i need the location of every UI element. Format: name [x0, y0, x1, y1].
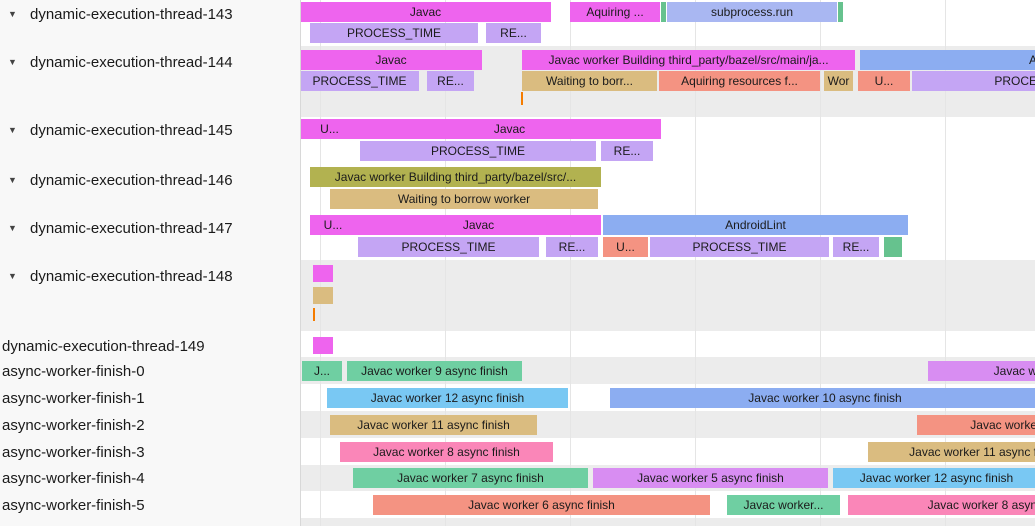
track-name-panel: ▼ dynamic-execution-thread-143 ▼ dynamic-ex…	[0, 0, 301, 526]
trace-slice[interactable]	[884, 237, 902, 257]
trace-slice[interactable]: U...	[603, 237, 648, 257]
trace-slice[interactable]: Javac worker 10 async finish	[610, 388, 1035, 408]
trace-slice[interactable]: J...	[302, 361, 342, 381]
trace-slice[interactable]: U...	[858, 71, 910, 91]
trace-slice[interactable]: U...	[301, 119, 358, 139]
track-label[interactable]: async-worker-finish-0	[0, 359, 300, 383]
trace-slice[interactable]: A	[860, 50, 1035, 70]
trace-slice[interactable]: Javac worker Building third_party/bazel/…	[310, 167, 601, 187]
collapse-arrow-icon[interactable]: ▼	[8, 175, 17, 185]
trace-slice[interactable]: Wor	[824, 71, 853, 91]
trace-slice[interactable]: Javac	[300, 50, 482, 70]
time-gridline	[945, 0, 946, 526]
time-gridline	[820, 0, 821, 526]
track-label-text: dynamic-execution-thread-145	[30, 121, 233, 139]
trace-slice[interactable]: Waiting to borrow worker	[330, 189, 598, 209]
trace-slice[interactable]: RE...	[546, 237, 598, 257]
trace-slice[interactable]: subprocess.run	[667, 2, 837, 22]
collapse-arrow-icon[interactable]: ▼	[8, 9, 17, 19]
trace-slice[interactable]	[313, 287, 333, 304]
trace-slice[interactable]: AndroidLint	[603, 215, 908, 235]
trace-slice[interactable]	[313, 337, 333, 354]
time-gridline	[320, 0, 321, 526]
trace-slice[interactable]: Javac worker...	[727, 495, 840, 515]
track-label-text: async-worker-finish-0	[2, 362, 145, 380]
trace-slice[interactable]: PROCE	[912, 71, 1035, 91]
track-label-text: async-worker-finish-5	[2, 496, 145, 514]
instant-marker[interactable]	[313, 308, 315, 321]
track-label-text: dynamic-execution-thread-144	[30, 53, 233, 71]
track-label-text: dynamic-execution-thread-147	[30, 219, 233, 237]
trace-slice[interactable]: PROCESS_TIME	[300, 71, 419, 91]
track-background-band	[301, 260, 1035, 331]
track-label[interactable]: async-worker-finish-2	[0, 413, 300, 437]
trace-slice[interactable]: Javac worker 7 async finish	[353, 468, 588, 488]
trace-slice[interactable]: PROCESS_TIME	[360, 141, 596, 161]
track-label[interactable]: ▼ dynamic-execution-thread-148	[0, 264, 300, 288]
track-label-text: async-worker-finish-3	[2, 443, 145, 461]
trace-slice[interactable]: RE...	[427, 71, 474, 91]
time-gridline	[570, 0, 571, 526]
trace-slice[interactable]: Javac worker 8 async finish	[340, 442, 553, 462]
track-label[interactable]: async-worker-finish-5	[0, 493, 300, 517]
instant-marker[interactable]	[521, 92, 523, 105]
trace-slice[interactable]: Javac worker 12 async finish	[833, 468, 1035, 488]
trace-slice[interactable]: Javac worker 11 async finish	[330, 415, 537, 435]
trace-slice[interactable]	[838, 2, 843, 22]
trace-slice[interactable]: Javac worke	[917, 415, 1035, 435]
trace-slice[interactable]: Javac worker 12 async finish	[327, 388, 568, 408]
collapse-arrow-icon[interactable]: ▼	[8, 57, 17, 67]
track-label-text: dynamic-execution-thread-143	[30, 5, 233, 23]
trace-slice[interactable]: Javac	[300, 2, 551, 22]
collapse-arrow-icon[interactable]: ▼	[8, 125, 17, 135]
track-label[interactable]: ▼ dynamic-execution-thread-145	[0, 118, 300, 142]
trace-slice[interactable]: Javac worker 6 async finish	[373, 495, 710, 515]
trace-slice[interactable]: Aquiring resources f...	[659, 71, 820, 91]
track-background-band	[301, 518, 1035, 526]
track-label[interactable]: async-worker-finish-4	[0, 466, 300, 490]
trace-slice[interactable]: Javac	[356, 215, 601, 235]
track-label-text: dynamic-execution-thread-146	[30, 171, 233, 189]
collapse-arrow-icon[interactable]: ▼	[8, 271, 17, 281]
trace-slice[interactable]: RE...	[833, 237, 879, 257]
time-gridline	[695, 0, 696, 526]
track-label-text: async-worker-finish-2	[2, 416, 145, 434]
trace-slice[interactable]: PROCESS_TIME	[650, 237, 829, 257]
trace-slice[interactable]: RE...	[486, 23, 541, 43]
time-gridline	[445, 0, 446, 526]
trace-slice[interactable]: Waiting to borr...	[522, 71, 657, 91]
trace-slice[interactable]: Javac	[358, 119, 661, 139]
track-label[interactable]: ▼ dynamic-execution-thread-144	[0, 50, 300, 74]
trace-slice[interactable]: Javac worker 11 async f	[868, 442, 1035, 462]
track-label[interactable]: async-worker-finish-3	[0, 440, 300, 464]
trace-slice[interactable]: Javac worker Building third_party/bazel/…	[522, 50, 855, 70]
trace-slice[interactable]: PROCESS_TIME	[310, 23, 478, 43]
trace-slice[interactable]: Javac worker 8 asyn	[848, 495, 1035, 515]
track-label-text: dynamic-execution-thread-149	[2, 337, 205, 355]
track-label-text: async-worker-finish-1	[2, 389, 145, 407]
trace-slice[interactable]: PROCESS_TIME	[358, 237, 539, 257]
track-label[interactable]: async-worker-finish-1	[0, 386, 300, 410]
track-label-text: async-worker-finish-4	[2, 469, 145, 487]
trace-slice[interactable]: Javac worker 9 async finish	[347, 361, 522, 381]
track-label[interactable]: ▼ dynamic-execution-thread-147	[0, 216, 300, 240]
track-label[interactable]: ▼ dynamic-execution-thread-146	[0, 168, 300, 192]
trace-slice[interactable]: U...	[310, 215, 356, 235]
track-label-text: dynamic-execution-thread-148	[30, 267, 233, 285]
trace-slice[interactable]: Aquiring ...	[570, 2, 660, 22]
trace-slice[interactable]: Javac w	[928, 361, 1035, 381]
trace-slice[interactable]	[661, 2, 666, 22]
trace-slice[interactable]: RE...	[601, 141, 653, 161]
trace-slice[interactable]	[313, 265, 333, 282]
track-label[interactable]: dynamic-execution-thread-149	[0, 334, 300, 358]
collapse-arrow-icon[interactable]: ▼	[8, 223, 17, 233]
trace-slice[interactable]: Javac worker 5 async finish	[593, 468, 828, 488]
track-label[interactable]: ▼ dynamic-execution-thread-143	[0, 2, 300, 26]
